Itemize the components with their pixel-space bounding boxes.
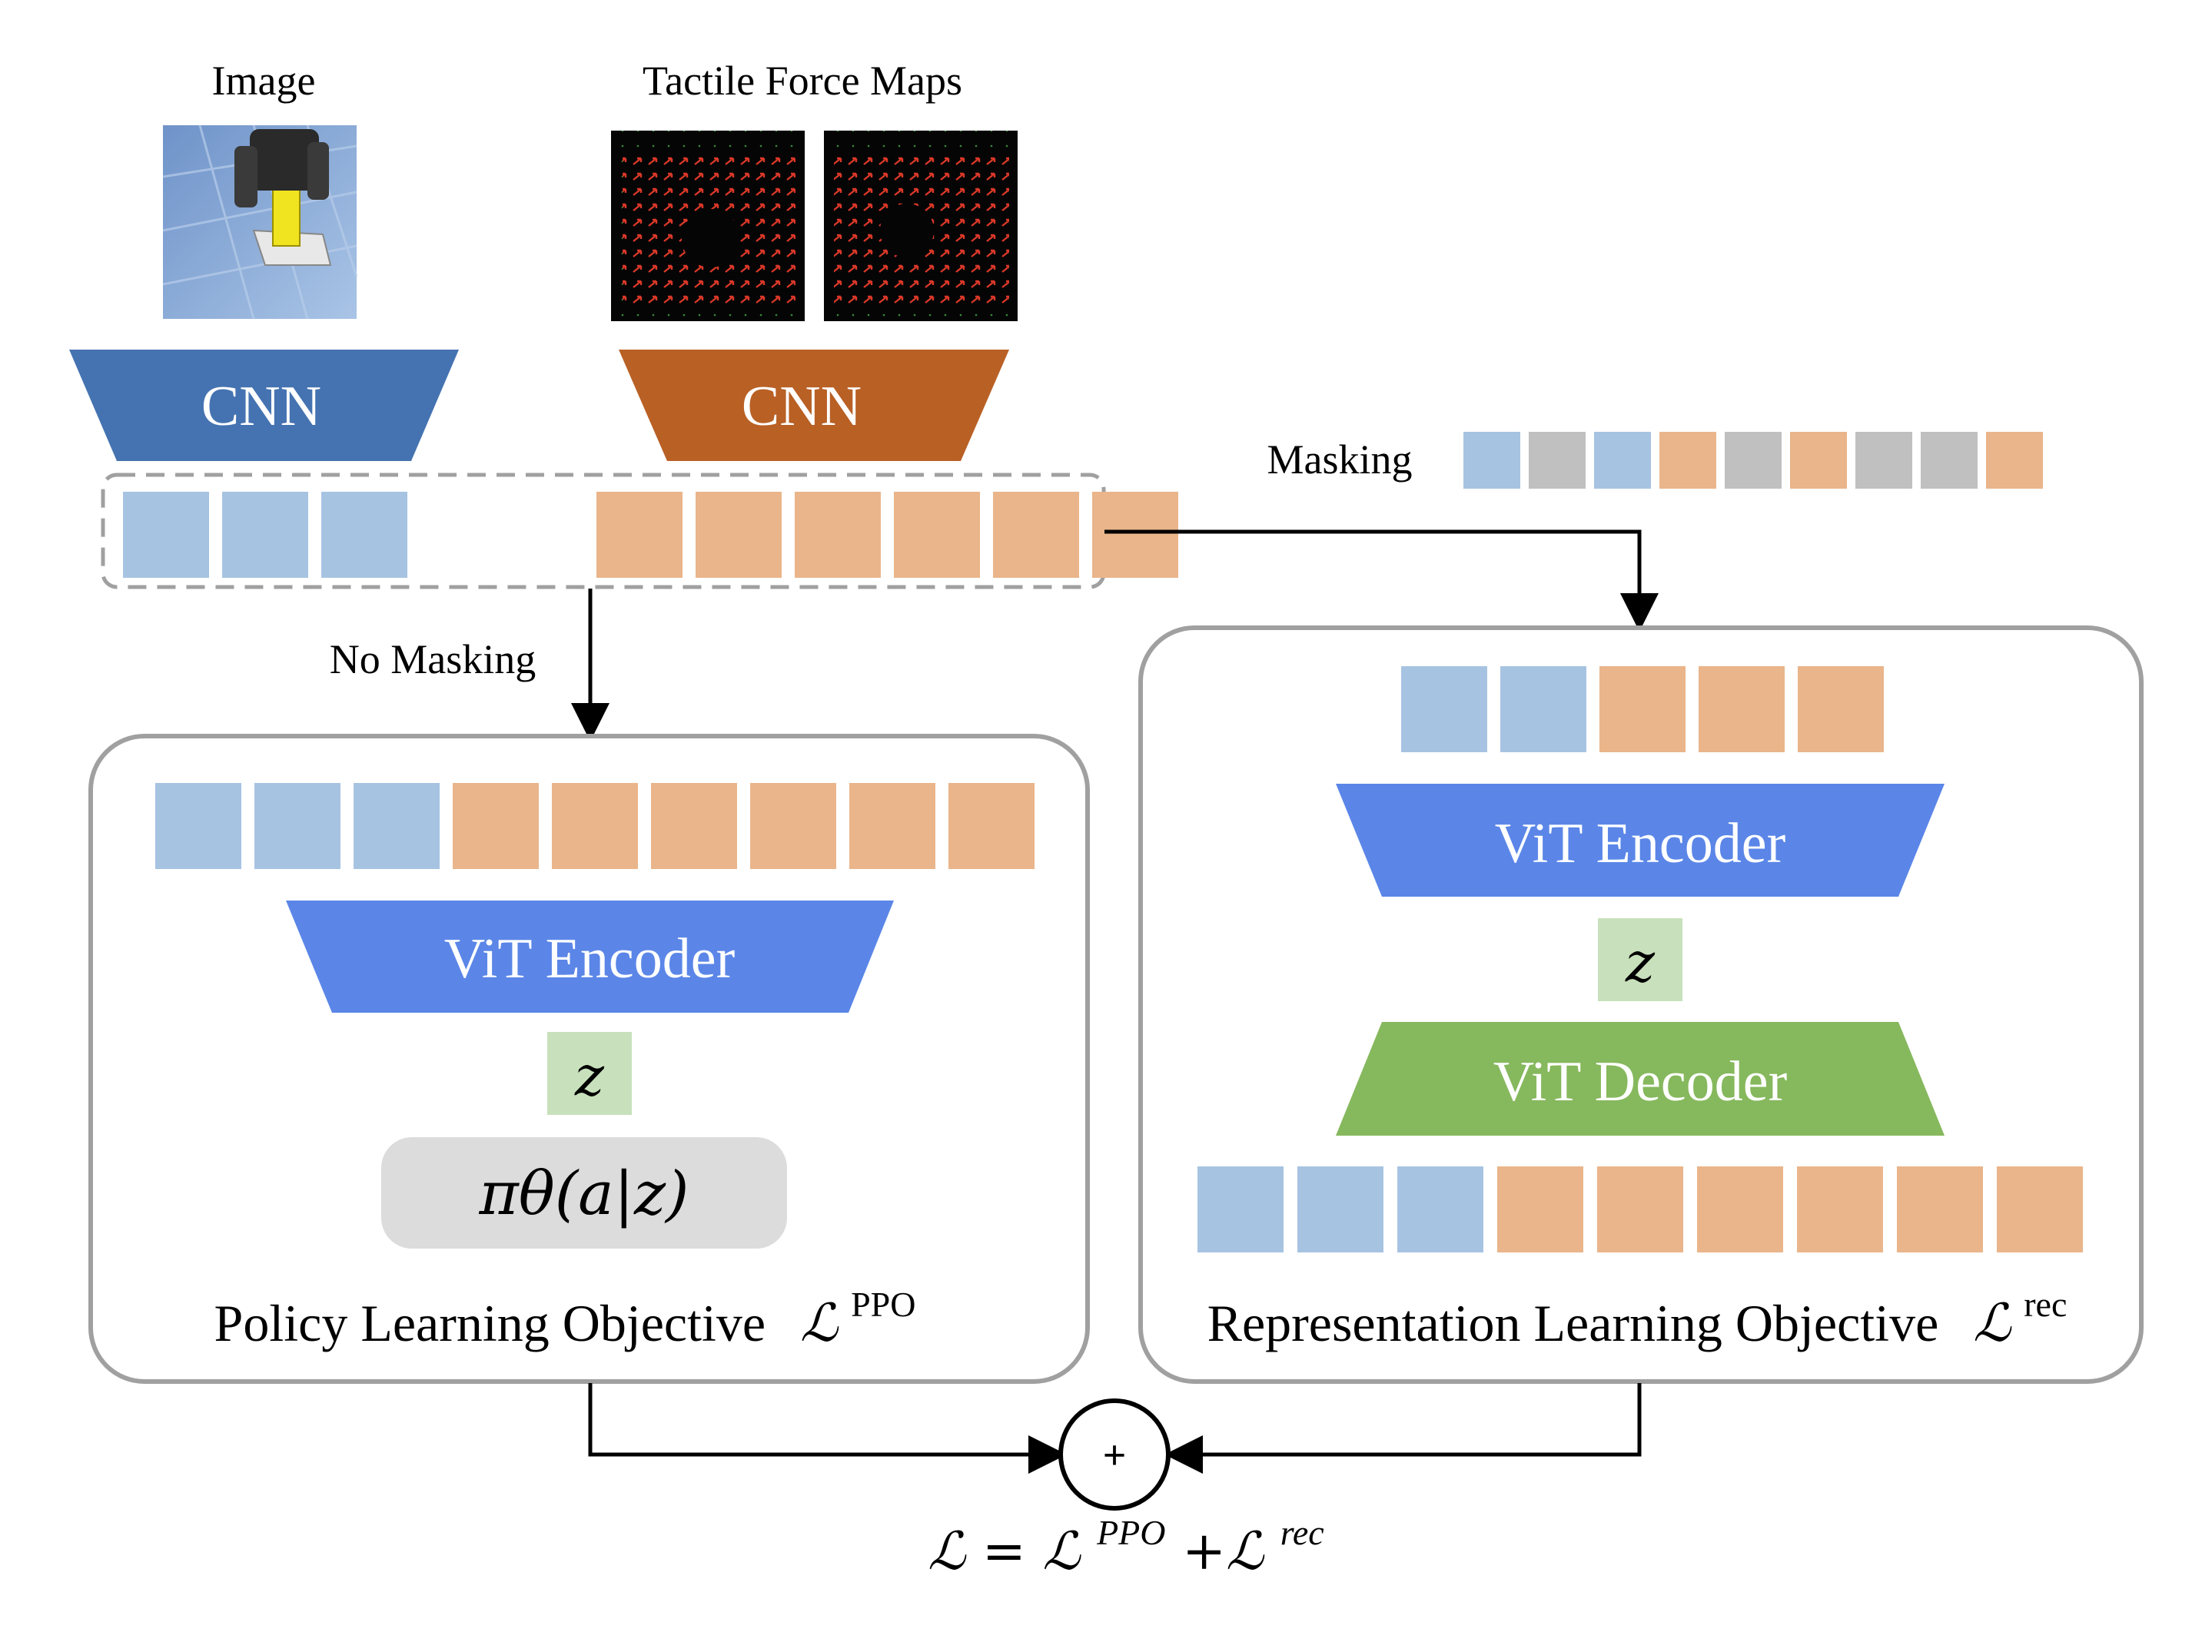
input-token-sequence	[123, 492, 1178, 578]
reconstructed-token-orange	[1797, 1166, 1883, 1252]
masked-token-orange	[1659, 432, 1716, 489]
input-token-orange	[894, 492, 980, 578]
input-token-orange	[1092, 492, 1178, 578]
reconstructed-token-blue	[1297, 1166, 1383, 1252]
reconstructed-token-sequence	[1197, 1166, 2083, 1252]
representation-objective-title: Representation Learning Objective ℒ rec	[1207, 1285, 2068, 1354]
representation-latent-box	[1598, 918, 1682, 1001]
masked-token-orange	[1790, 432, 1847, 489]
input-token-blue	[123, 492, 209, 578]
tactile-label: Tactile Force Maps	[643, 58, 962, 104]
policy-vit-encoder	[286, 901, 894, 1013]
policy-latent-box	[547, 1032, 632, 1115]
total-loss-equation: ℒ = ℒ PPO +ℒ rec	[928, 1497, 1324, 1582]
visible-tokens-token-orange	[1599, 666, 1686, 752]
reconstructed-token-orange	[1497, 1166, 1583, 1252]
masked-token-blue	[1594, 432, 1651, 489]
input-token-orange	[795, 492, 881, 578]
visible-tokens-token-orange	[1798, 666, 1884, 752]
input-token-orange	[696, 492, 782, 578]
policy-function-box	[381, 1137, 787, 1249]
reconstructed-token-blue	[1197, 1166, 1284, 1252]
reconstructed-token-orange	[1997, 1166, 2083, 1252]
visible-token-sequence	[1401, 666, 1884, 752]
input-token-blue	[321, 492, 407, 578]
robot-image-thumbnail	[162, 124, 358, 320]
cnn-image-encoder	[69, 350, 459, 461]
representation-vit-encoder	[1336, 784, 1945, 897]
policy-function-label: πθ(a|z)	[479, 1159, 689, 1229]
policy-tokens-token-blue	[155, 783, 241, 869]
cnn-tactile-encoder	[619, 350, 1009, 461]
reconstructed-token-blue	[1397, 1166, 1483, 1252]
representation-vit-decoder	[1336, 1022, 1945, 1136]
arrow-representation-to-sum	[1164, 1383, 1642, 1474]
representation-latent-label: z	[1625, 930, 1656, 994]
representation-vit-decoder-label: ViT Decoder	[1493, 1050, 1788, 1113]
masked-token-sequence	[1463, 432, 2043, 489]
no-masking-label: No Masking	[330, 636, 536, 682]
policy-tokens-token-orange	[948, 783, 1035, 869]
masked-token-gray	[1855, 432, 1912, 489]
arrow-policy-to-sum	[588, 1383, 1067, 1474]
visible-tokens-token-blue	[1401, 666, 1487, 752]
sum-symbol: +	[1103, 1432, 1127, 1478]
reconstructed-token-orange	[1697, 1166, 1783, 1252]
input-token-orange	[993, 492, 1079, 578]
image-label: Image	[212, 58, 316, 104]
reconstructed-token-orange	[1897, 1166, 1983, 1252]
tactile-force-map-left	[611, 131, 805, 321]
policy-token-sequence	[155, 783, 1035, 869]
representation-vit-encoder-label: ViT Encoder	[1495, 812, 1785, 875]
cnn-image-label: CNN	[201, 375, 321, 438]
policy-tokens-token-blue	[254, 783, 340, 869]
reconstructed-token-orange	[1597, 1166, 1683, 1252]
cnn-tactile-label: CNN	[742, 375, 862, 438]
masked-token-orange	[1986, 432, 2043, 489]
masked-token-gray	[1529, 432, 1586, 489]
input-token-blue	[222, 492, 308, 578]
policy-tokens-token-orange	[552, 783, 638, 869]
arrow-to-representation	[1104, 529, 1659, 632]
policy-tokens-token-orange	[849, 783, 935, 869]
policy-tokens-token-blue	[354, 783, 440, 869]
masked-token-blue	[1463, 432, 1520, 489]
input-token-orange	[596, 492, 683, 578]
visible-tokens-token-blue	[1500, 666, 1586, 752]
sum-node	[1058, 1398, 1171, 1511]
policy-objective-title: Policy Learning Objective ℒ PPO	[214, 1285, 916, 1354]
visible-tokens-token-orange	[1699, 666, 1785, 752]
policy-vit-encoder-label: ViT Encoder	[444, 927, 735, 990]
policy-tokens-token-orange	[651, 783, 737, 869]
tactile-force-map-right	[824, 131, 1018, 321]
masked-token-gray	[1725, 432, 1782, 489]
masked-token-gray	[1921, 432, 1978, 489]
policy-tokens-token-orange	[750, 783, 836, 869]
policy-latent-label: z	[574, 1043, 605, 1108]
policy-tokens-token-orange	[453, 783, 539, 869]
masking-label: Masking	[1267, 436, 1413, 483]
